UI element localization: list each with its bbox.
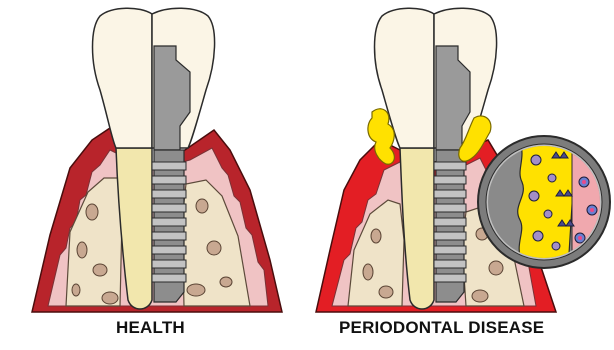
magnifier-callout: [478, 136, 612, 270]
periodontal-disease-label: PERIODONTAL DISEASE: [339, 318, 544, 338]
implant-threads: [152, 162, 186, 282]
plaque-biofilm: [518, 140, 576, 270]
health-panel: [32, 8, 282, 312]
health-label: HEALTH: [116, 318, 185, 338]
tooth-crown: [93, 8, 153, 148]
diseased-implant-threads: [434, 162, 466, 282]
